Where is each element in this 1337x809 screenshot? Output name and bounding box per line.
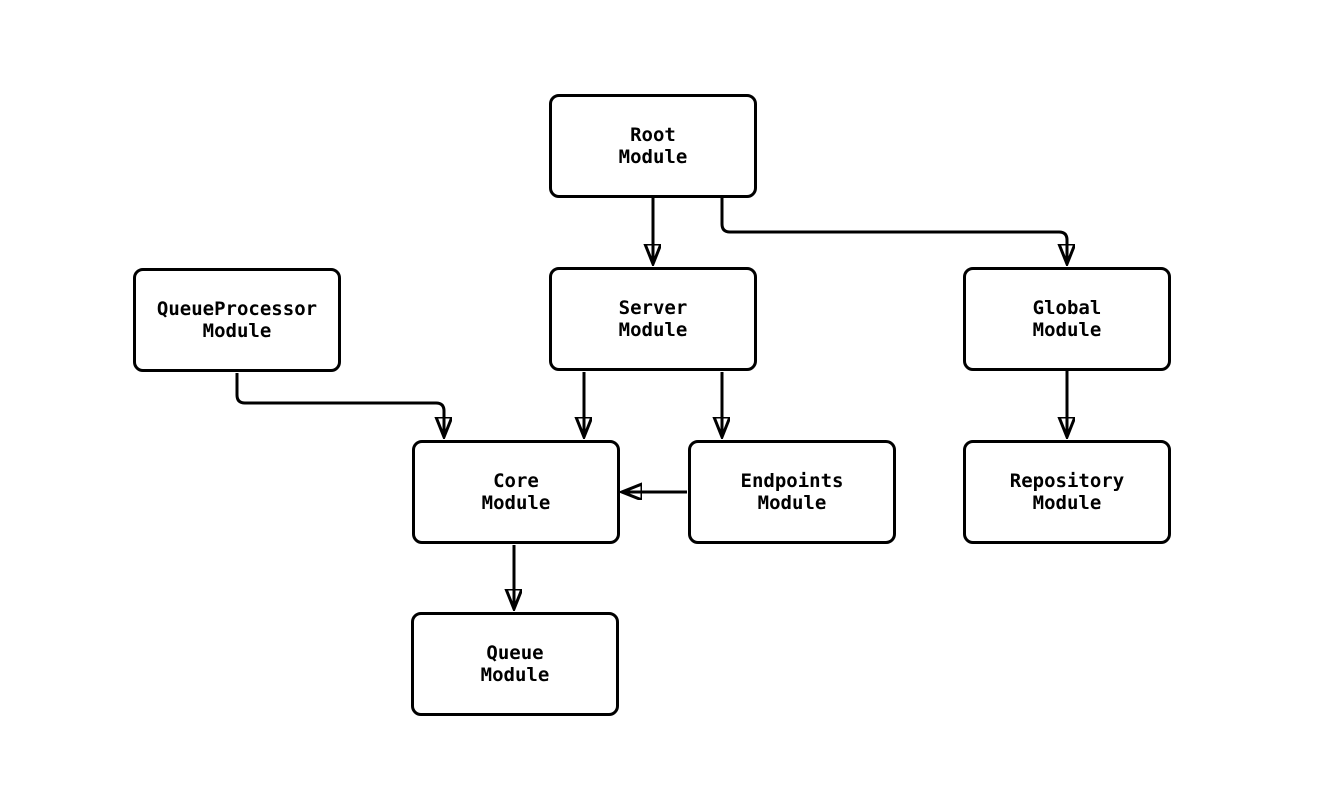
edge-queueprocessor-to-core <box>235 373 444 436</box>
node-repository-module: Repository Module <box>963 440 1171 544</box>
node-label-line1: Global <box>1032 297 1102 319</box>
node-label-line1: QueueProcessor <box>156 298 318 320</box>
node-core-module: Core Module <box>412 440 620 544</box>
node-label-line2: Module <box>480 664 550 686</box>
node-label-line2: Module <box>618 319 688 341</box>
node-label-line2: Module <box>1032 319 1102 341</box>
node-queue-module: Queue Module <box>411 612 619 716</box>
node-label-line1: Server <box>618 297 688 319</box>
node-server-module: Server Module <box>549 267 757 371</box>
node-label-line1: Queue <box>486 642 544 664</box>
edge-root-to-global <box>720 198 1067 263</box>
node-root-module: Root Module <box>549 94 757 198</box>
node-label-line1: Core <box>493 470 539 492</box>
node-global-module: Global Module <box>963 267 1171 371</box>
node-label-line2: Module <box>757 492 827 514</box>
node-label-line1: Repository <box>1009 470 1125 492</box>
node-label-line1: Root <box>630 124 676 146</box>
node-endpoints-module: Endpoints Module <box>688 440 896 544</box>
node-label-line2: Module <box>481 492 551 514</box>
node-label-line2: Module <box>1032 492 1102 514</box>
node-label-line2: Module <box>202 320 272 342</box>
node-label-line1: Endpoints <box>740 470 844 492</box>
node-label-line2: Module <box>618 146 688 168</box>
node-queueprocessor-module: QueueProcessor Module <box>133 268 341 372</box>
